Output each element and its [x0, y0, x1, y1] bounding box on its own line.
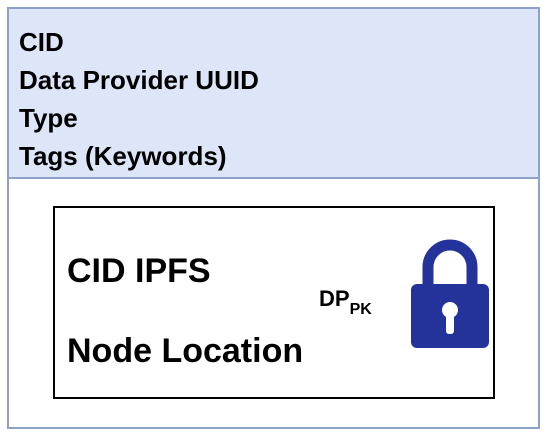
field-data-provider-uuid: Data Provider UUID	[19, 65, 259, 95]
public-key-label-subscript: PK	[349, 301, 372, 318]
public-key-label: DPPK	[319, 286, 372, 318]
metadata-header: CID Data Provider UUID Type Tags (Keywor…	[9, 9, 538, 179]
field-cid: CID	[19, 27, 64, 57]
lock-icon	[411, 239, 489, 348]
cid-ipfs-label: CID IPFS	[67, 252, 211, 290]
field-tags: Tags (Keywords)	[19, 141, 227, 171]
encrypted-block: CID IPFS Node Location DPPK	[53, 206, 495, 399]
field-type: Type	[19, 103, 78, 133]
public-key-label-main: DP	[319, 286, 350, 311]
data-record-card: CID Data Provider UUID Type Tags (Keywor…	[7, 7, 540, 429]
node-location-label: Node Location	[67, 332, 304, 370]
